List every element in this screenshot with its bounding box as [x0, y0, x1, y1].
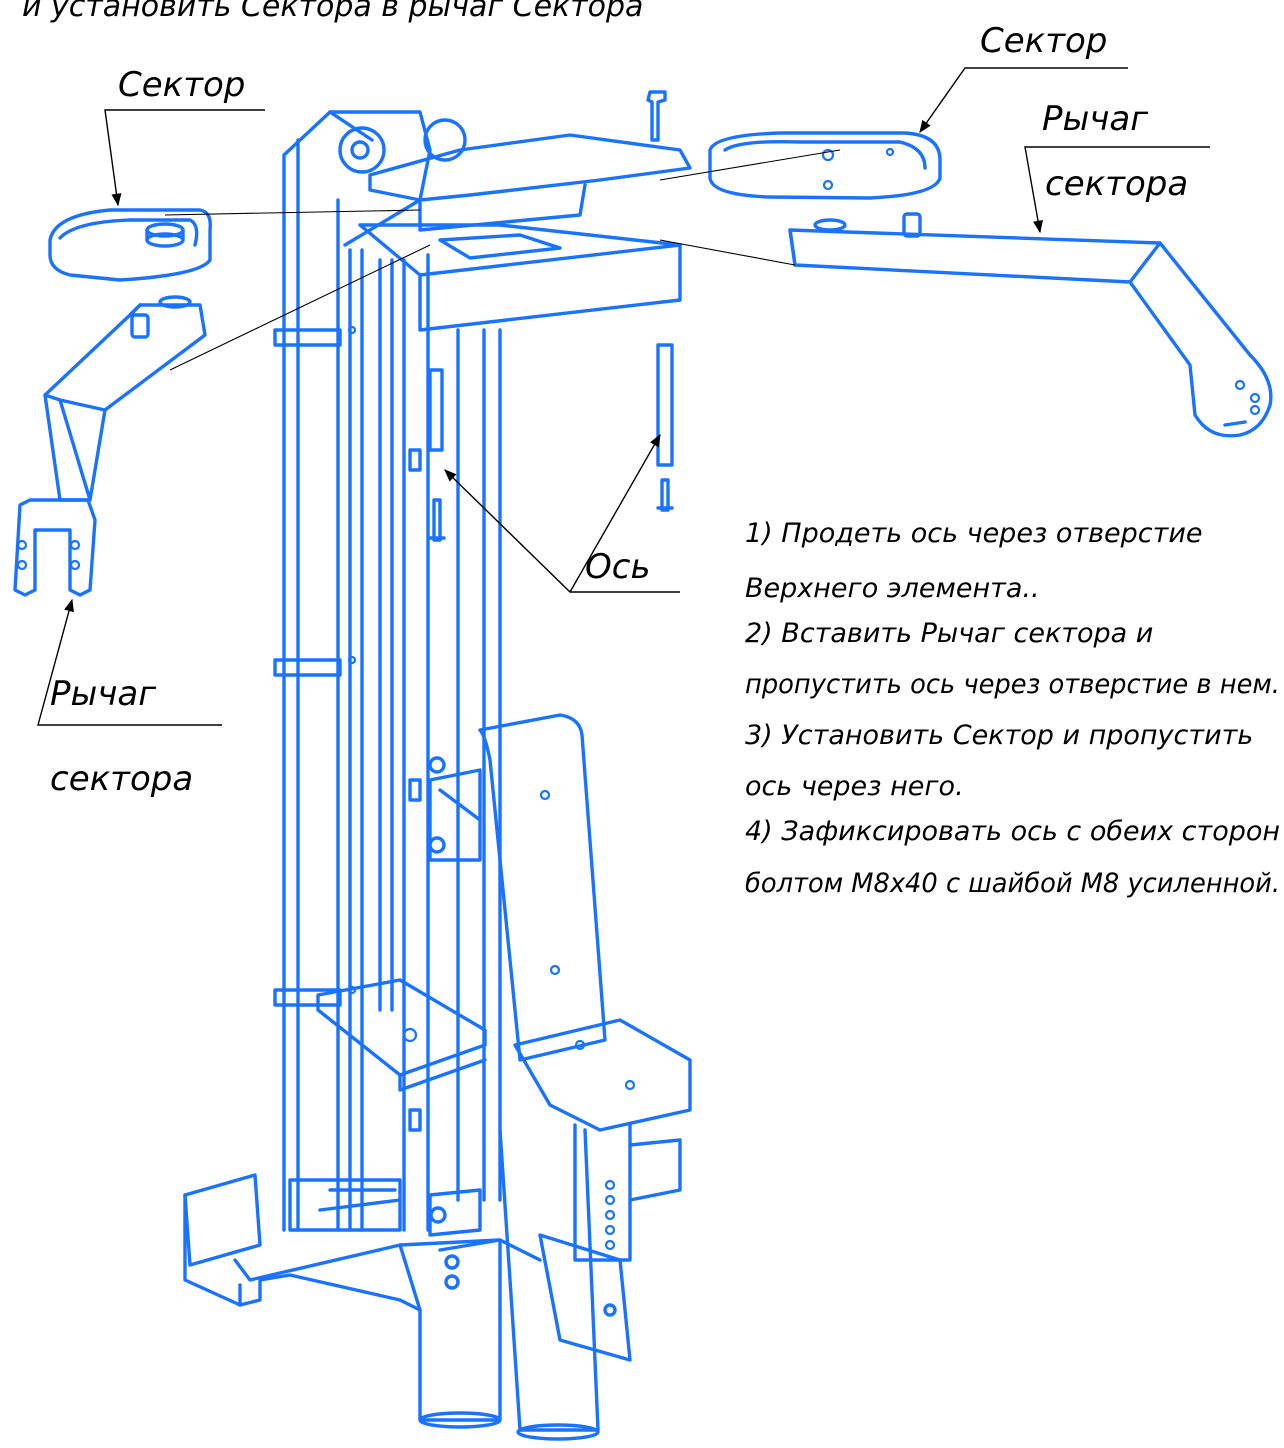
sector-left-label: Сектор	[118, 65, 245, 105]
sector-left-part	[48, 208, 212, 282]
lever-right-part	[788, 212, 1273, 438]
assembly-guide-lines	[164, 149, 841, 371]
backrest-and-seat	[428, 713, 692, 1237]
label-sector-right: Сектор	[919, 21, 1128, 134]
axle-left	[428, 368, 446, 542]
instruction-line-5: 3) Установить Сектор и пропустить	[745, 720, 1253, 751]
sector-right-part	[708, 131, 942, 200]
lever-left-part	[13, 295, 207, 597]
lever-left-label-line2: сектора	[50, 759, 193, 799]
label-lever-right: Рычаг сектора	[1024, 99, 1210, 234]
label-sector-left: Сектор	[104, 65, 265, 207]
label-lever-left: Рычаг сектора	[37, 598, 222, 799]
page-title: и установить Сектора в рычаг Сектора	[22, 0, 643, 24]
machine-frame	[273, 90, 692, 1232]
lever-left-label-line1: Рычаг	[50, 674, 157, 714]
axle-label: Ось	[585, 547, 651, 587]
instruction-line-8: болтом М8х40 с шайбой М8 усиленной.	[745, 868, 1280, 899]
instruction-line-6: ось через него.	[745, 771, 964, 802]
instruction-line-7: 4) Зафиксировать ось с обеих сторон	[745, 816, 1280, 847]
instructions-block: 1) Продеть ось через отверстие Верхнего …	[745, 518, 1280, 899]
lever-right-label-line1: Рычаг	[1042, 99, 1149, 139]
machine-base	[183, 1123, 682, 1441]
instruction-line-2: Верхнего элемента..	[745, 573, 1040, 604]
label-axle: Ось	[444, 433, 680, 593]
axle-right	[656, 343, 674, 512]
instruction-line-4: пропустить ось через отверстие в нем.	[745, 669, 1280, 700]
lever-right-label-line2: сектора	[1045, 164, 1188, 204]
sector-right-label: Сектор	[980, 21, 1107, 61]
instruction-line-3: 2) Вставить Рычаг сектора и	[745, 618, 1153, 649]
instruction-line-1: 1) Продеть ось через отверстие	[745, 518, 1203, 549]
